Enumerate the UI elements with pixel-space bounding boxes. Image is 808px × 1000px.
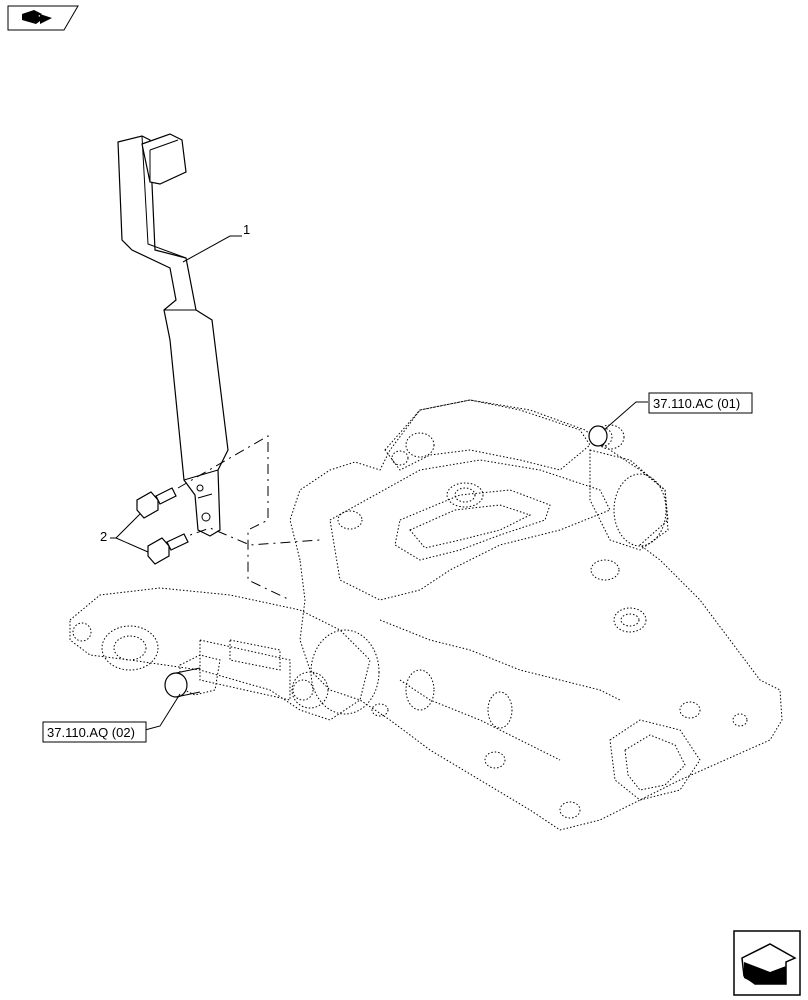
callout-label-1: 1 <box>243 222 250 237</box>
reference-lower-label[interactable]: 37.110.AQ (02) <box>47 725 135 740</box>
lift-cover-housing <box>69 399 783 831</box>
next-page-arrow-icon[interactable] <box>733 930 801 996</box>
reference-upper-label[interactable]: 37.110.AC (01) <box>653 396 740 411</box>
lower-shaft-end <box>164 667 201 698</box>
callout-2: 2 <box>100 513 149 553</box>
page-navigation-icon[interactable] <box>7 5 79 31</box>
callout-1: 1 <box>182 222 250 263</box>
lever-grip[interactable] <box>141 133 187 185</box>
lever-part[interactable] <box>117 133 229 537</box>
callout-label-2: 2 <box>100 529 107 544</box>
bolt-lower[interactable] <box>147 533 189 565</box>
reference-upper[interactable]: 37.110.AC (01) <box>603 392 753 431</box>
upper-shaft-end <box>588 425 608 447</box>
reference-lower[interactable]: 37.110.AQ (02) <box>42 693 181 743</box>
assembly-center-lines <box>175 435 321 601</box>
bolt-upper[interactable] <box>136 487 177 519</box>
